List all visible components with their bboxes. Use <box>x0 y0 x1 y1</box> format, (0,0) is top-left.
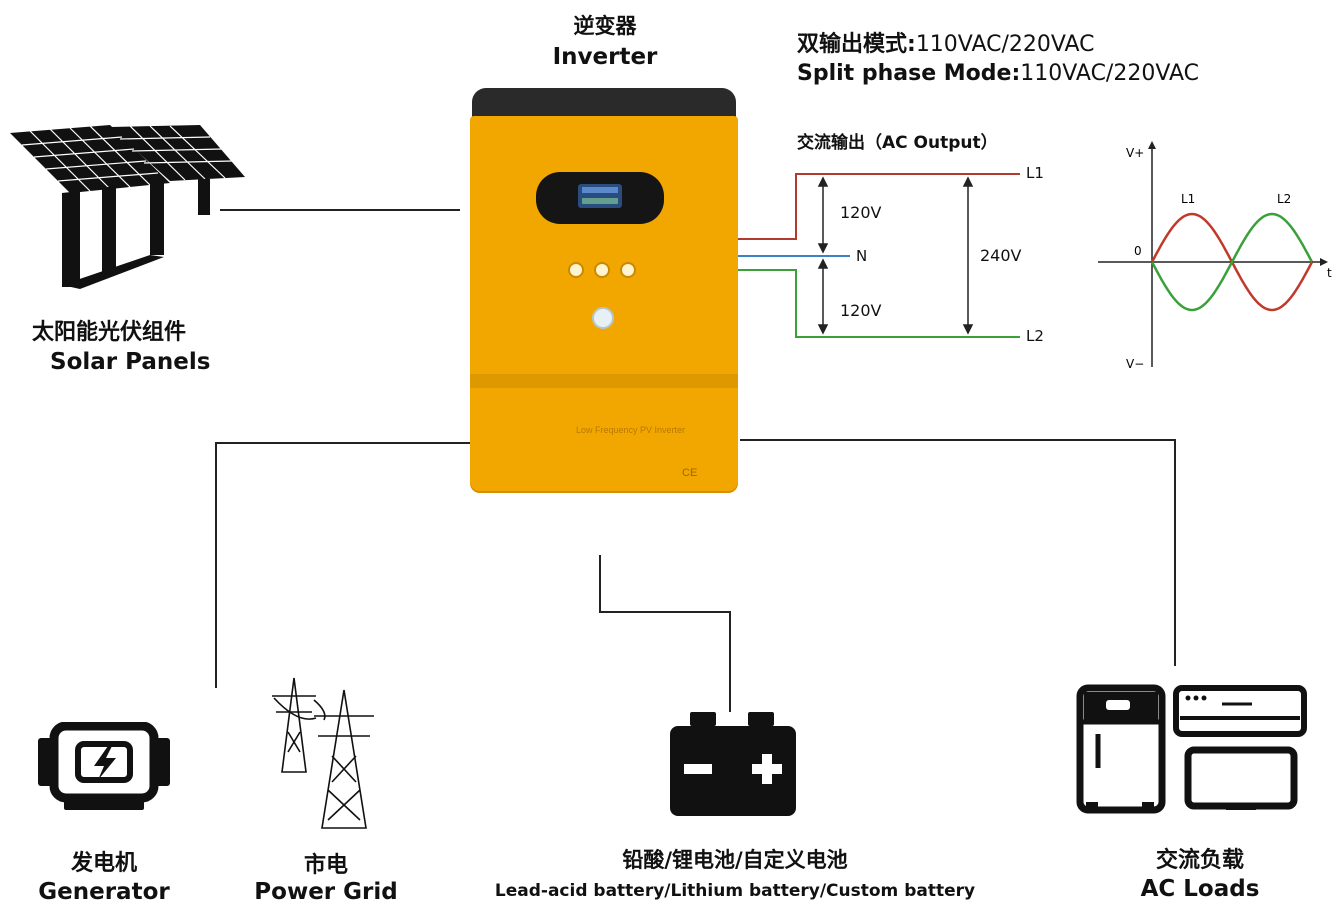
upper-voltage: 120V <box>840 203 882 222</box>
solar-panel-icon <box>10 125 245 289</box>
loads-label-cn: 交流负载 <box>1155 848 1244 873</box>
waveform-origin-label: 0 <box>1134 244 1142 258</box>
grid-label-en: Power Grid <box>254 879 398 905</box>
lower-voltage: 120V <box>840 301 882 320</box>
inverter-button-1[interactable] <box>568 262 584 278</box>
generator-label-cn: 发电机 <box>70 851 137 876</box>
battery-label-cn: 铅酸/锂电池/自定义电池 <box>622 848 848 872</box>
solar-label-en: Solar Panels <box>50 349 211 375</box>
inverter-model-text: Low Frequency PV Inverter <box>576 425 686 435</box>
inverter-device: Low Frequency PV Inverter CE <box>470 88 738 493</box>
generator-icon <box>38 722 170 810</box>
waveform-vminus-label: V− <box>1126 357 1144 371</box>
battery-icon <box>670 712 796 816</box>
mode-value-2: 110VAC/220VAC <box>1020 61 1199 86</box>
loads-connection-line <box>740 439 1176 666</box>
loads-label-en: AC Loads <box>1140 876 1260 902</box>
waveform-t-label: t <box>1327 266 1332 280</box>
inverter-button-2[interactable] <box>594 262 610 278</box>
battery-label-en: Lead-acid battery/Lithium battery/Custom… <box>494 881 976 901</box>
mode-line-1: 双输出模式:110VAC/220VAC <box>797 26 1095 58</box>
ce-mark: CE <box>682 467 698 479</box>
lcd-screen <box>578 184 622 208</box>
inverter-button-3[interactable] <box>620 262 636 278</box>
inverter-display <box>536 172 664 224</box>
air-conditioner-icon <box>1173 685 1307 737</box>
inverter-body: Low Frequency PV Inverter CE <box>470 116 738 493</box>
ac-output-title: 交流输出（AC Output） <box>797 133 998 153</box>
mode-label-cn: 双输出模式: <box>797 32 916 57</box>
inverter-stripe <box>470 374 738 388</box>
l2-line <box>738 269 1020 338</box>
power-grid-icon <box>272 677 374 829</box>
battery-connection-line <box>599 555 731 712</box>
grid-label-cn: 市电 <box>303 853 348 878</box>
fridge-icon <box>1076 684 1166 814</box>
l1-line <box>738 173 1020 240</box>
voltage-arrows <box>817 176 974 335</box>
ac-loads-icon <box>1076 684 1307 814</box>
inverter-title-cn: 逆变器 <box>573 14 637 38</box>
power-switch-icon[interactable] <box>592 307 614 329</box>
waveform-vplus-label: V+ <box>1126 146 1144 160</box>
inverter-title-en: Inverter <box>552 44 658 70</box>
generator-label-en: Generator <box>38 879 170 905</box>
minus-icon <box>684 764 712 774</box>
waveform-plot: V+ V− 0 t L1 L2 <box>1098 141 1332 371</box>
total-voltage: 240V <box>980 246 1022 265</box>
monitor-icon <box>1184 746 1298 810</box>
l2-label: L2 <box>1026 327 1044 345</box>
mode-line-2: Split phase Mode:110VAC/220VAC <box>797 61 1199 86</box>
mode-label-en: Split phase Mode: <box>797 61 1021 86</box>
mode-value-1: 110VAC/220VAC <box>915 32 1095 57</box>
solar-label-cn: 太阳能光伏组件 <box>32 320 187 345</box>
waveform-l2-label: L2 <box>1277 192 1291 206</box>
n-label: N <box>856 247 868 265</box>
waveform-l2-curve <box>1150 212 1314 312</box>
waveform-l1-label: L1 <box>1181 192 1195 206</box>
l1-label: L1 <box>1026 164 1044 182</box>
generator-connection-line <box>215 442 470 688</box>
